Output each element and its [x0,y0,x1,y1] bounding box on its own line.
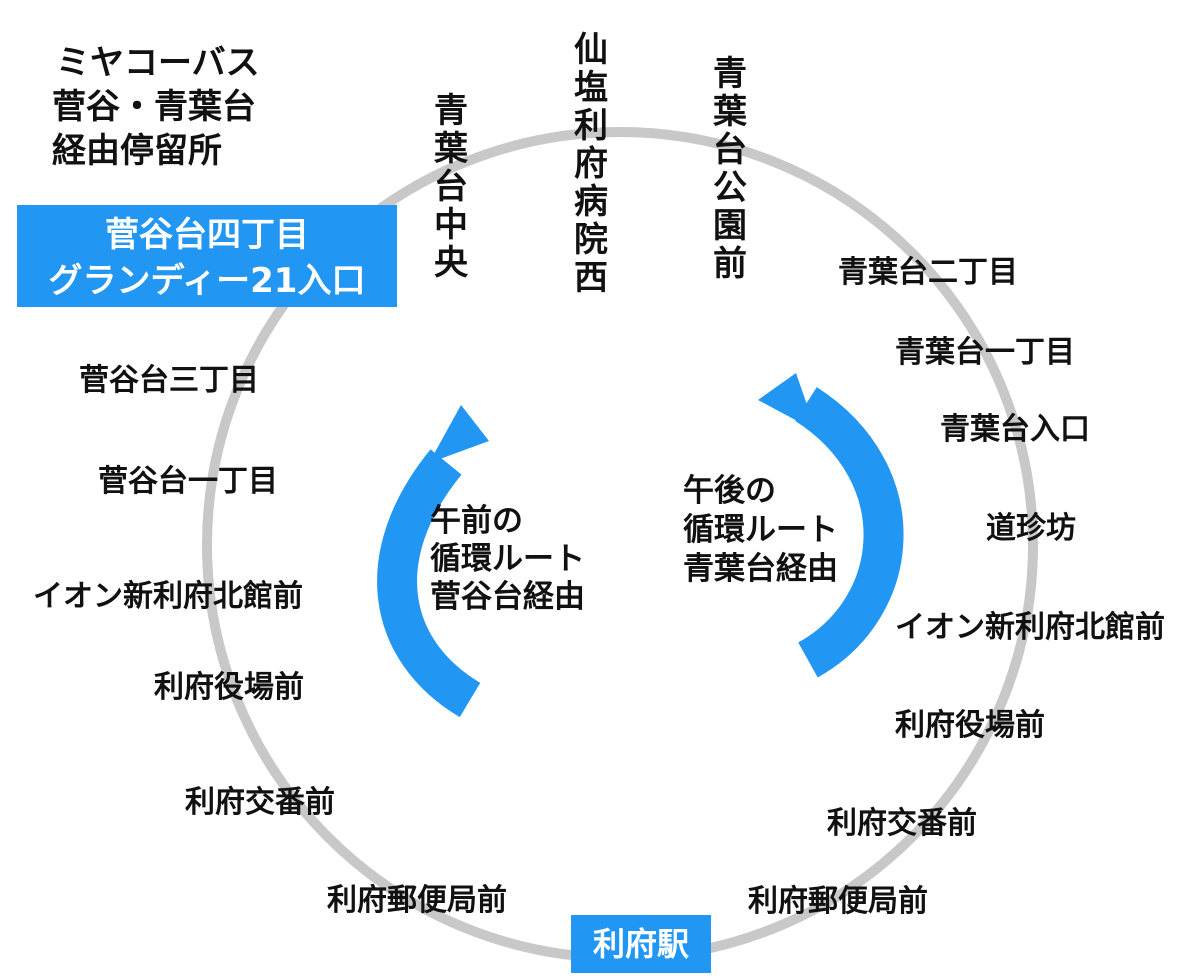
station-background [571,915,711,973]
highlight-stop-line: グランディー21入口 [49,261,366,301]
top-stop-glyph: 公 [713,168,747,208]
top-stop-glyph: 台 [434,167,468,207]
morning-route-arrow [377,405,489,718]
top-stop-glyph: 央 [434,243,469,283]
left-stop-label: 利府役場前 [154,670,304,705]
left-stops: 菅谷台三丁目 菅谷台一丁目 イオン新利府北館前 利府役場前 利府交番前 利府郵便… [33,363,507,918]
left-stop-label: 利府交番前 [185,785,335,820]
right-stop-label: 青葉台二丁目 [838,255,1018,290]
afternoon-arrow-body [794,387,904,678]
top-stop-glyph: 府 [574,144,608,184]
highlight-stop-box: 菅谷台四丁目 グランディー21入口 [17,205,397,307]
top-stop-label: 青葉台公園前 [712,54,748,284]
top-stop-glyph: 園 [713,206,747,246]
top-stop-glyph: 院 [574,220,608,260]
left-stop-label: 菅谷台三丁目 [79,363,259,398]
top-stop-glyph: 中 [434,205,468,245]
header-title: ミヤコーバス 菅谷・青葉台 経由停留所 [52,43,260,171]
top-stop-label: 青葉台中央 [433,91,469,283]
top-stop-glyph: 仙 [574,30,608,70]
route-label-line: 午前の [430,503,523,539]
top-stop-glyph: 青 [713,54,747,94]
top-stop-glyph: 前 [713,244,747,284]
right-stops: 青葉台二丁目 青葉台一丁目 青葉台入口 道珍坊 イオン新利府北館前 利府役場前 … [748,255,1165,919]
right-stop-label: 青葉台入口 [940,412,1090,447]
top-stop-glyph: 塩 [574,68,608,108]
header-title-line: 菅谷・青葉台 [52,87,256,127]
station-box: 利府駅 [571,915,711,973]
route-label-line: 午後の [683,473,776,509]
top-stop-glyph: 西 [574,258,608,298]
highlight-stop-background [17,205,397,307]
route-label-line: 循環ルート [430,541,585,577]
afternoon-route-arrow [758,373,904,678]
route-label-line: 循環ルート [683,512,838,548]
right-stop-label: イオン新利府北館前 [895,610,1165,645]
left-stop-label: 利府郵便局前 [327,883,507,918]
left-stop-label: 菅谷台一丁目 [98,464,278,499]
station-label: 利府駅 [593,925,689,963]
route-label-line: 青葉台経由 [683,551,838,587]
afternoon-route-label: 午後の 循環ルート 青葉台経由 [683,473,838,587]
right-stop-label: 青葉台一丁目 [895,335,1075,370]
top-stop-glyph: 台 [713,130,747,170]
right-stop-label: 利府郵便局前 [748,884,928,919]
top-stop-label: 仙塩利府病院西 [574,30,608,298]
header-title-line: 経由停留所 [52,131,222,171]
top-stop-glyph: 病 [574,182,608,222]
afternoon-arrow-head [758,373,816,431]
highlight-stop-line: 菅谷台四丁目 [105,215,309,255]
morning-route-label: 午前の 循環ルート 菅谷台経由 [430,503,585,615]
top-stop-glyph: 利 [574,106,608,146]
top-stop-glyph: 青 [434,91,468,131]
right-stop-label: 利府役場前 [895,708,1045,743]
morning-arrow-head [429,405,489,463]
header-title-line: ミヤコーバス [56,43,260,83]
morning-arrow-body [377,449,481,718]
top-stop-glyph: 葉 [433,129,469,169]
top-stop-glyph: 葉 [712,92,748,132]
right-stop-label: 道珍坊 [986,511,1076,546]
route-label-line: 菅谷台経由 [430,579,585,615]
right-stop-label: 利府交番前 [827,806,977,841]
top-stops: 青葉台中央 仙塩利府病院西 青葉台公園前 [433,30,748,298]
left-stop-label: イオン新利府北館前 [33,579,303,614]
